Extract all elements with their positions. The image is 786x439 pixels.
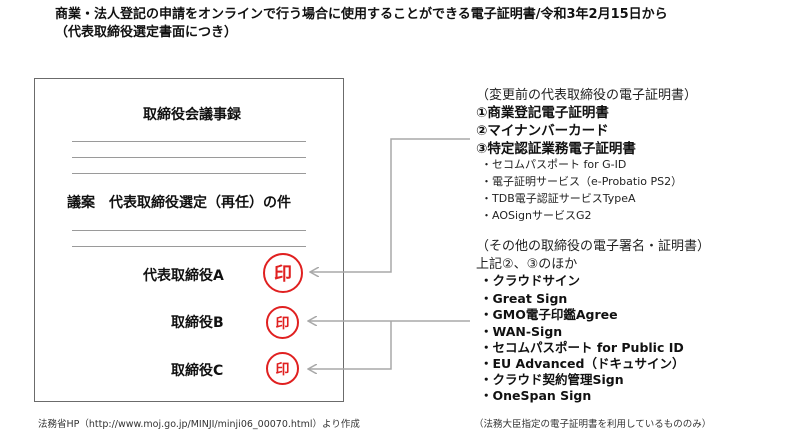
seal-icon-a: 印 bbox=[263, 253, 303, 293]
other-cert-item: ・クラウド契約管理Sign bbox=[480, 372, 624, 387]
other-cert-item: ・EU Advanced（ドキュサイン） bbox=[480, 356, 685, 371]
document-rule bbox=[72, 141, 306, 142]
representative-cert-subitem: ・TDB電子認証サービスTypeA bbox=[481, 192, 636, 205]
arrow-director-c bbox=[309, 321, 392, 369]
other-cert-item: ・WAN-Sign bbox=[480, 324, 563, 339]
document-rule bbox=[72, 157, 306, 158]
diagram-title-line1: 商業・法人登記の申請をオンラインで行う場合に使用することができる電子証明書/令和… bbox=[55, 7, 668, 22]
representative-cert-subitem: ・セコムパスポート for G-ID bbox=[481, 158, 627, 171]
representative-cert-item: ①商業登記電子証明書 bbox=[476, 105, 609, 121]
signer-role-c: 取締役C bbox=[171, 363, 224, 379]
minutes-document bbox=[34, 78, 344, 402]
diagram-title-line2: （代表取締役選定書面につき） bbox=[55, 25, 238, 40]
representative-certs-heading: （変更前の代表取締役の電子証明書） bbox=[476, 88, 698, 103]
document-rule bbox=[72, 230, 306, 231]
source-credit: 法務省HP（http://www.moj.go.jp/MINJI/minji06… bbox=[38, 419, 360, 430]
representative-cert-item: ②マイナンバーカード bbox=[476, 123, 609, 139]
representative-cert-subitem: ・AOSignサービスG2 bbox=[481, 209, 592, 222]
signer-role-b: 取締役B bbox=[171, 315, 224, 331]
other-cert-item: ・クラウドサイン bbox=[480, 273, 581, 288]
other-certs-heading: （その他の取締役の電子署名・証明書） bbox=[476, 239, 711, 254]
document-rule bbox=[72, 246, 306, 247]
document-heading: 取締役会議事録 bbox=[143, 107, 241, 123]
seal-icon-b: 印 bbox=[266, 306, 299, 339]
other-cert-item: ・GMO電子印鑑Agree bbox=[480, 307, 618, 322]
signer-role-a: 代表取締役A bbox=[143, 268, 224, 284]
other-cert-item: ・セコムパスポート for Public ID bbox=[480, 340, 684, 355]
other-cert-item: ・OneSpan Sign bbox=[480, 388, 592, 403]
representative-cert-item: ③特定認証業務電子証明書 bbox=[476, 141, 636, 157]
other-certs-note: 上記②、③のほか bbox=[476, 257, 578, 272]
arrow-representative bbox=[311, 138, 470, 272]
footnote: （法務大臣指定の電子証明書を利用しているもののみ） bbox=[474, 419, 712, 430]
seal-icon-c: 印 bbox=[266, 352, 299, 385]
document-rule bbox=[72, 173, 306, 174]
other-cert-item: ・Great Sign bbox=[480, 291, 568, 306]
representative-cert-subitem: ・電子証明サービス（e-Probatio PS2） bbox=[481, 175, 683, 188]
agenda-text: 議案 代表取締役選定（再任）の件 bbox=[67, 195, 291, 211]
